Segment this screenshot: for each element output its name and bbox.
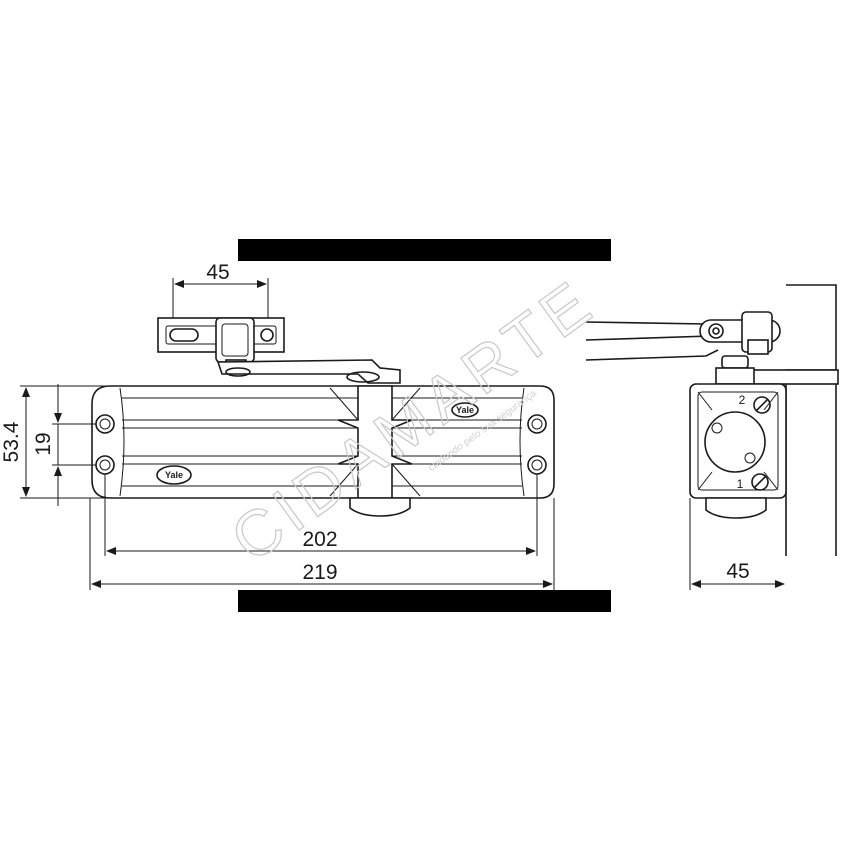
dim-label-overall-length: 219 xyxy=(302,561,337,584)
brand-label-top: Yale xyxy=(456,405,474,415)
brand-badge-front xyxy=(156,465,192,485)
closer-body xyxy=(91,385,555,499)
bracket-slot xyxy=(169,328,199,342)
dim-label-inner-length: 202 xyxy=(302,528,337,551)
closer-arm xyxy=(216,359,401,384)
front-view: Yale Yale 45 202 219 53.4 19 xyxy=(0,261,555,590)
brand-label-front: Yale xyxy=(165,470,183,480)
bracket-hole xyxy=(260,328,274,342)
pinion-boss xyxy=(349,497,411,517)
dim-label-hole-spacing: 19 xyxy=(32,432,55,455)
redaction-bar-top xyxy=(238,239,611,261)
mounting-hole xyxy=(527,414,547,434)
side-view: 2 1 45 xyxy=(585,284,839,590)
dim-label-side-depth: 45 xyxy=(726,560,749,583)
brand-badge-top xyxy=(451,402,479,418)
side-center-circle xyxy=(704,411,766,473)
valve-label-2: 2 xyxy=(739,393,746,407)
dim-label-arm-width: 45 xyxy=(206,261,229,284)
dim-label-overall-height: 53.4 xyxy=(0,421,23,462)
redaction-bar-bottom xyxy=(238,590,611,612)
adjustment-valve-1 xyxy=(751,473,769,491)
door-frame xyxy=(786,284,837,371)
frame-ledge xyxy=(747,369,839,385)
valve-label-1: 1 xyxy=(737,477,744,491)
adjustment-valve-2 xyxy=(753,396,771,414)
side-pinion-boss xyxy=(705,497,767,519)
